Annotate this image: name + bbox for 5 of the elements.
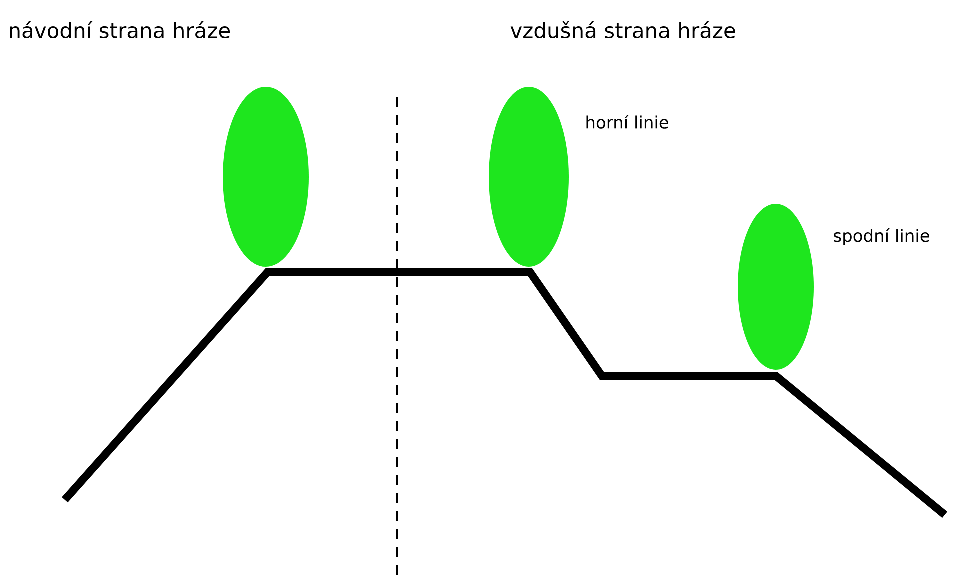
- line-label: horní linie: [586, 115, 668, 129]
- side-heading: návodní strana hráze: [10, 21, 230, 39]
- line-label: spodní linie: [834, 228, 930, 246]
- ellipse-shape: [223, 87, 309, 267]
- side-heading: vzdušná strana hráze: [510, 21, 736, 39]
